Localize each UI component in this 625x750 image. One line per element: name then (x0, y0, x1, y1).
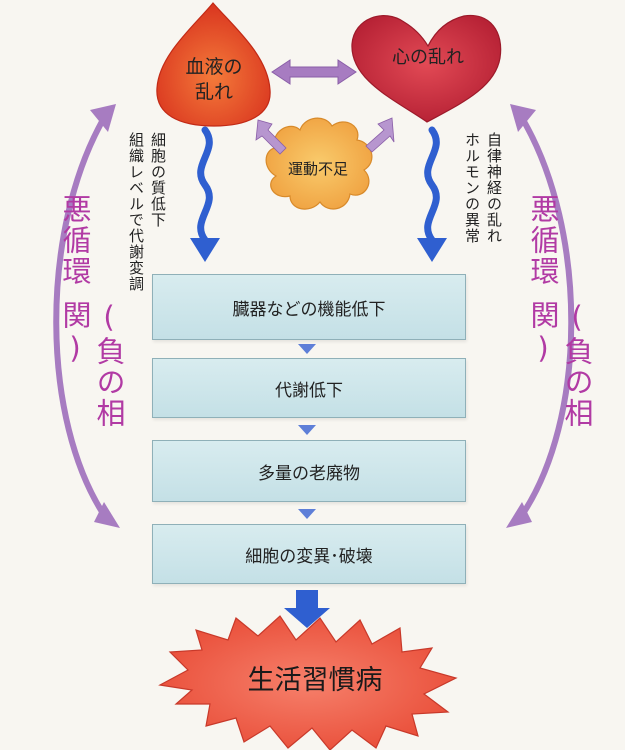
cell-quality-label: 細胞の質低下 (149, 132, 167, 228)
blood-label: 血液の 乱れ (185, 56, 243, 103)
step-arrow-1-icon (298, 344, 316, 354)
cycle-right-sub: (負の相関) (526, 300, 594, 429)
flow-step-cell: 細胞の変異･破壊 (152, 524, 466, 584)
metabolic-change-label: 組織レベルで代謝変調 (127, 132, 145, 292)
step-arrow-2-icon (298, 425, 316, 435)
cycle-arrow-right-icon (506, 104, 575, 528)
cycle-left-title: 悪循環 (58, 194, 92, 287)
step-arrow-3-icon (298, 509, 316, 519)
flow-step-organ: 臓器などの機能低下 (152, 274, 466, 340)
heart-label: 心の乱れ (392, 47, 464, 68)
result-label: 生活習慣病 (247, 664, 383, 696)
arrow-to-blood-icon (255, 119, 287, 155)
cycle-arrow-left-icon (53, 104, 120, 528)
arrow-to-heart-icon (365, 117, 395, 153)
autonomic-nerve-label: 自律神経の乱れ (485, 132, 503, 244)
blood-drop-shape (156, 2, 271, 127)
flow-step-metabolism: 代謝低下 (152, 358, 466, 418)
double-arrow-icon (271, 59, 357, 85)
heart-shape (351, 14, 502, 123)
hormone-label: ホルモンの異常 (463, 132, 481, 244)
cloud-shape (265, 117, 373, 210)
exercise-label: 運動不足 (287, 159, 348, 178)
cycle-left-sub: (負の相関) (58, 300, 126, 429)
result-arrow-icon (284, 590, 330, 628)
wavy-arrow-left-icon (190, 126, 220, 262)
cycle-right-title: 悪循環 (526, 194, 560, 287)
wavy-arrow-right-icon (417, 126, 447, 262)
burst-shape (158, 615, 458, 750)
flow-step-waste: 多量の老廃物 (152, 440, 466, 502)
